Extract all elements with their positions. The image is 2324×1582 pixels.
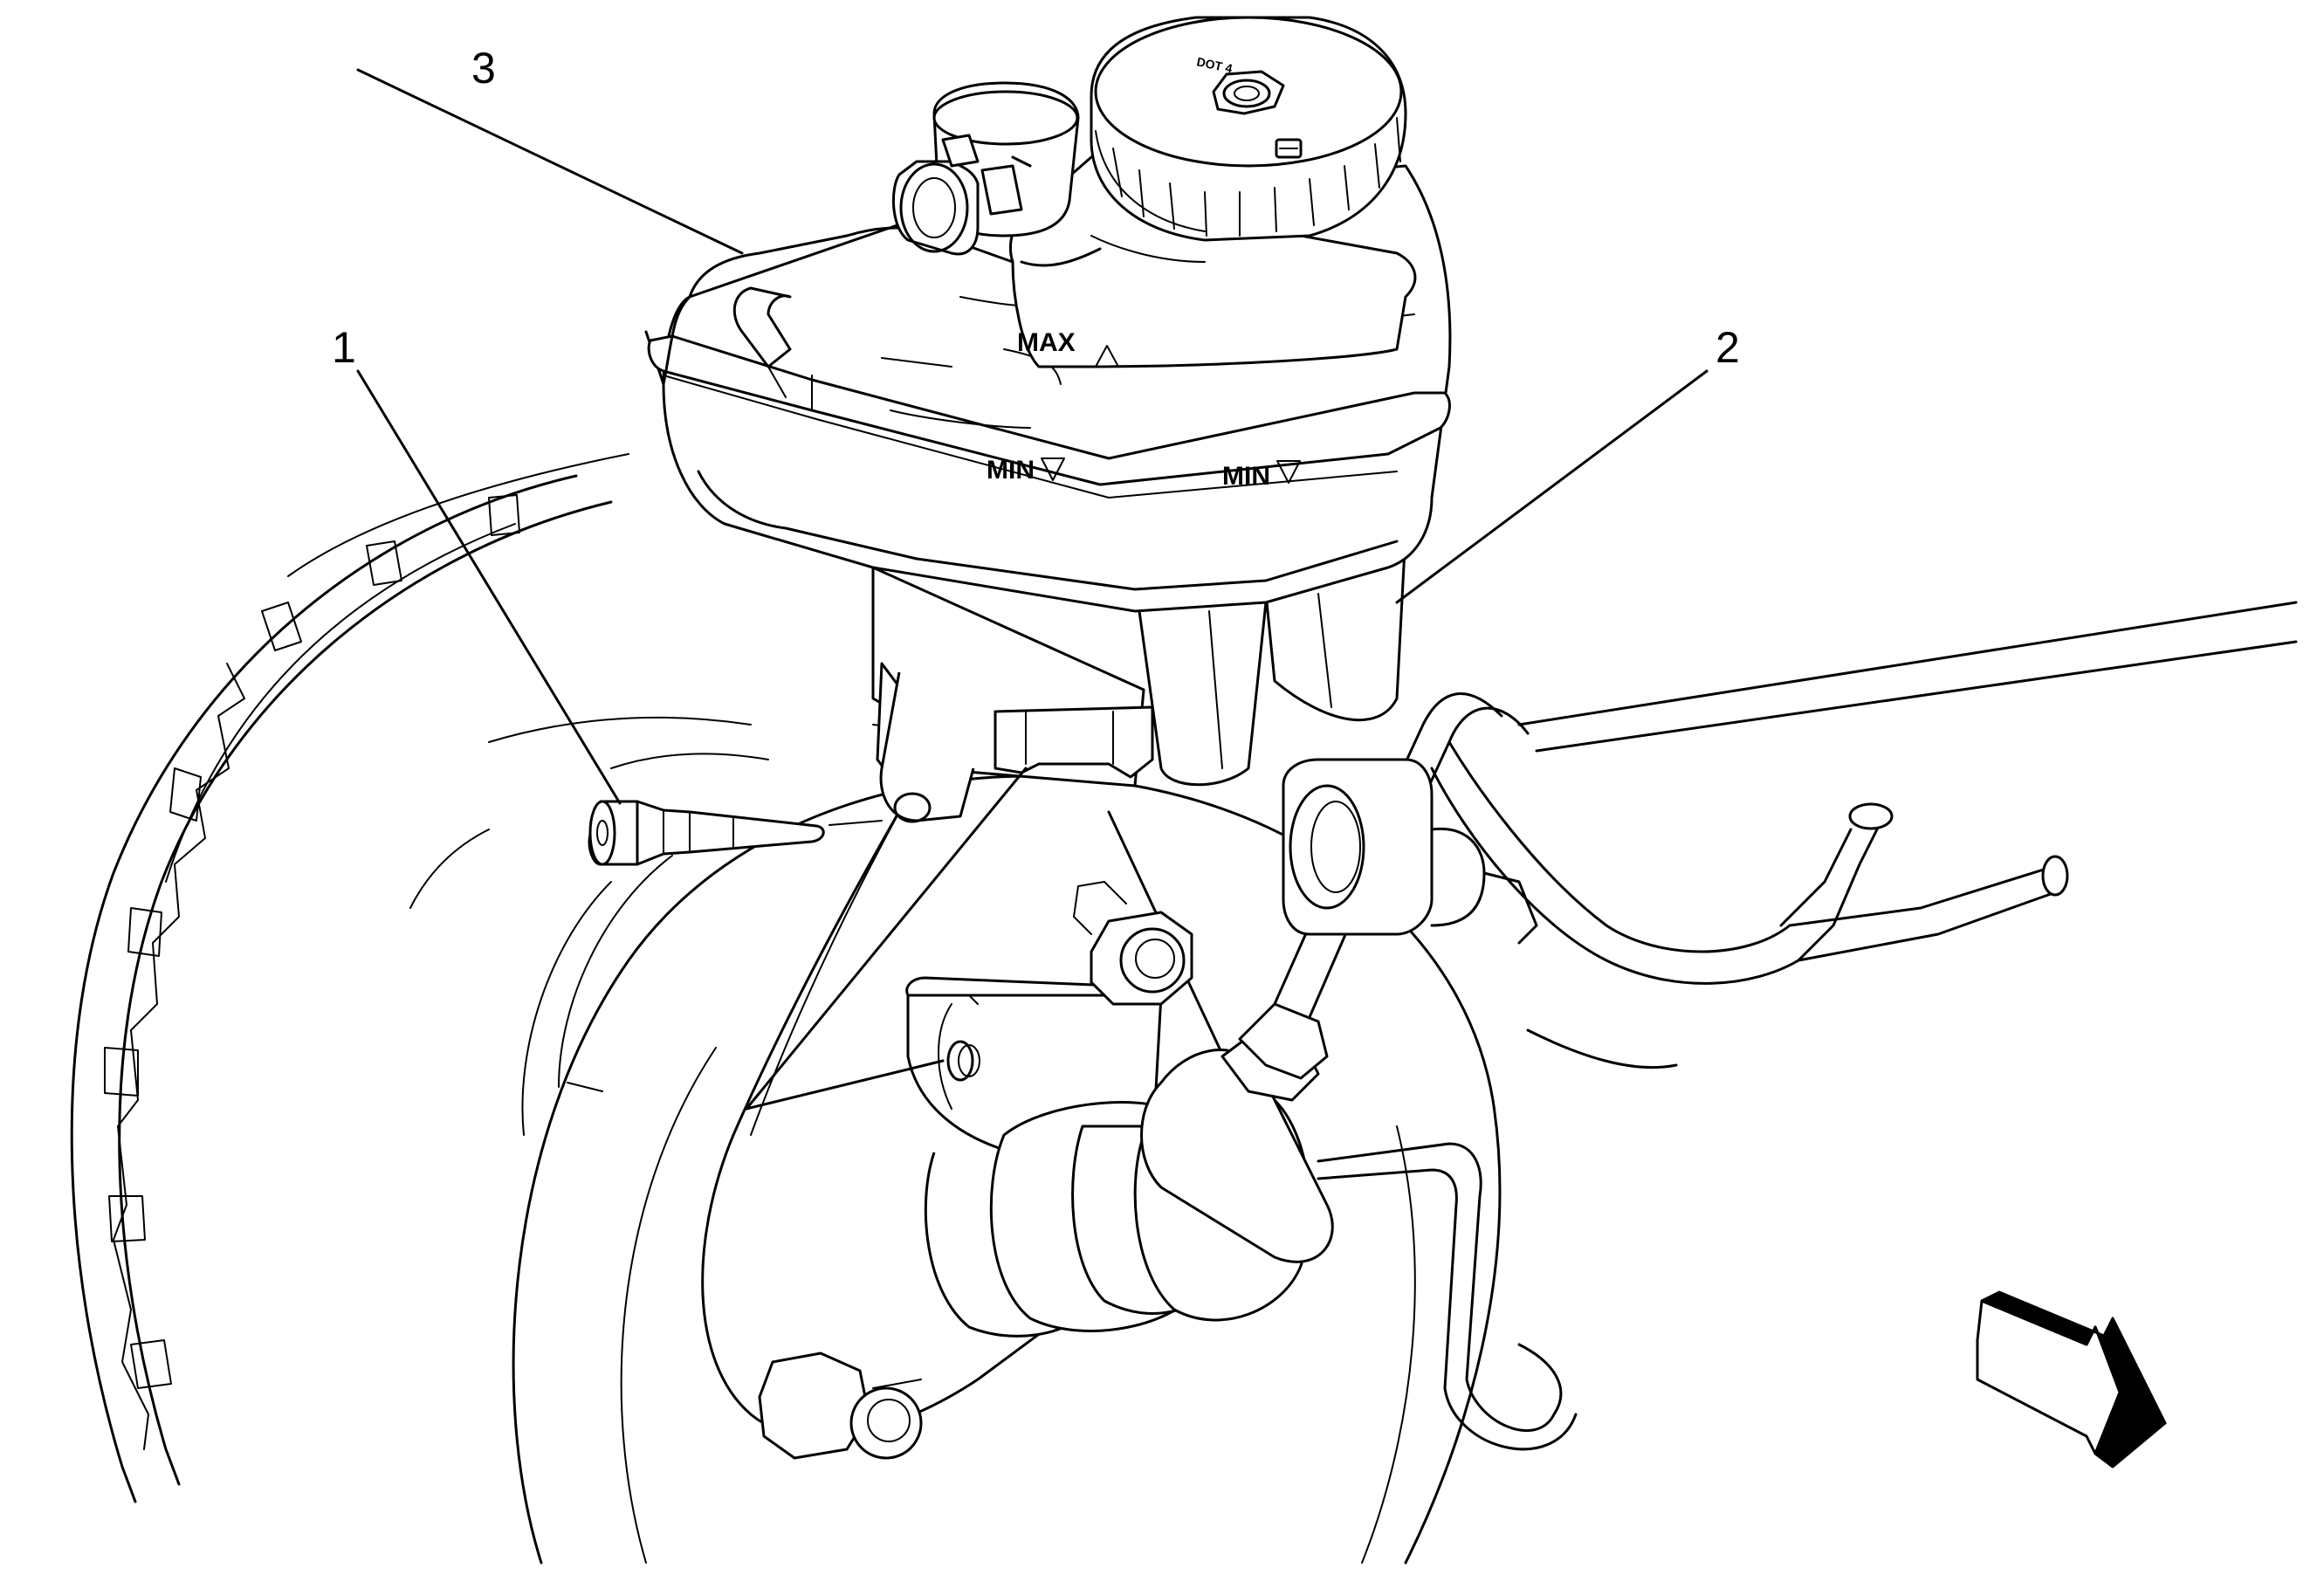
min-level-triangle-icon-right (1276, 460, 1301, 484)
callout-2: 2 (1715, 323, 1740, 372)
callout-1: 1 (332, 323, 356, 372)
leader-lines (356, 68, 1709, 1111)
callout-3: 3 (471, 44, 496, 93)
max-level-triangle-icon (1095, 345, 1119, 368)
view-direction-arrow-icon (1976, 1290, 2167, 1469)
min-level-mark-right: MIN (1222, 462, 1270, 491)
master-cylinder (758, 767, 1412, 1460)
max-level-mark: MAX (1017, 328, 1076, 357)
brake-lines (1282, 601, 2298, 1451)
min-level-triangle-icon (1041, 457, 1065, 481)
retaining-pin (588, 800, 883, 866)
min-level-mark-left: MIN (987, 456, 1035, 485)
fluid-reservoir (644, 16, 1452, 823)
